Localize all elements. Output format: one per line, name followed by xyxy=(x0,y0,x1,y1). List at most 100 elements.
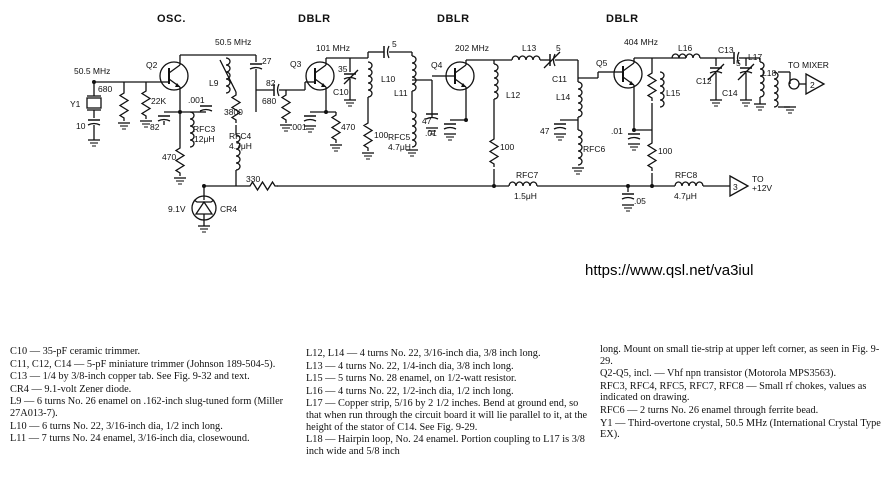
note-line: RFC3, RFC4, RFC5, RFC7, RFC8 — Small rf … xyxy=(600,380,867,404)
freq-label-tank: 50.5 MHz xyxy=(215,37,251,47)
label-c14: C14 xyxy=(722,88,738,98)
label-rfc6: RFC6 xyxy=(583,144,605,154)
label-l16: L16 xyxy=(678,43,692,53)
svg-text:TO: TO xyxy=(752,174,764,184)
label-c35: 35 xyxy=(338,64,348,74)
note-line: RFC6 — 2 turns No. 26 enamel through fer… xyxy=(600,404,819,416)
source-url: https://www.qsl.net/va3iul xyxy=(585,262,754,279)
doubler-1-stage: 680 Q3 .001 470 35 C10 5 L10 100 L11 RFC… xyxy=(262,39,443,160)
zener-diode-icon xyxy=(194,200,214,215)
note-line: Y1 — Third-overtone crystal, 50.5 MHz (I… xyxy=(600,417,881,441)
label-c82-b: 82 xyxy=(266,78,276,88)
note-line: L16 — 4 turns No. 22, 1/2-inch dia, 1/2 … xyxy=(306,385,514,397)
label-to-mixer: TO MIXER xyxy=(788,60,829,70)
transistor-q2-icon xyxy=(159,61,189,91)
label-c11: C11 xyxy=(552,74,567,84)
label-rfc8-value: 4.7μH xyxy=(674,191,697,201)
note-line: C13 — 1/4 by 3/8-inch copper tab. See Fi… xyxy=(10,371,250,383)
label-c01-b: .01 xyxy=(611,126,623,136)
label-r22k: 22K xyxy=(151,96,166,106)
note-line: L12, L14 — 4 turns No. 22, 3/16-inch dia… xyxy=(306,348,541,359)
coil-l14-icon xyxy=(577,81,583,118)
label-q5: Q5 xyxy=(596,58,608,68)
label-c01-a: .01 xyxy=(425,128,437,138)
label-rfc5-value: 4.7μH xyxy=(388,142,411,152)
label-l13: L13 xyxy=(522,43,536,53)
doubler-3-stage: Q5 .01 L15 100 L16 C12 C13 5 C14 xyxy=(596,43,829,188)
note-line: L13 — 4 turns No. 22, 1/4-inch dia, 3/8 … xyxy=(306,360,514,372)
label-rfc3: RFC3 xyxy=(193,124,215,134)
label-c001-a: .001 xyxy=(188,95,205,105)
rfc5-choke-icon xyxy=(411,111,417,148)
parts-notes-column-2: L12, L14 — 4 turns No. 22, 3/16-inch dia… xyxy=(306,348,596,458)
label-amp2: 2 xyxy=(810,80,815,90)
label-rfc7-value: 1.5μH xyxy=(514,191,537,201)
coil-l13-icon xyxy=(511,55,541,61)
label-q3: Q3 xyxy=(290,59,302,69)
label-r100-c: 100 xyxy=(658,146,672,156)
coil-l12-icon xyxy=(493,63,499,100)
label-c5-a: 5 xyxy=(392,39,397,49)
label-cr4: CR4 xyxy=(220,204,237,214)
label-rfc5: RFC5 xyxy=(388,132,410,142)
note-line: L11 — 7 turns No. 24 enamel, 3/16-inch d… xyxy=(10,433,250,445)
doubler-2-stage: Q4 47 .01 L12 100 L13 5 C11 L14 47 RFC6 xyxy=(422,43,612,188)
coil-l11-icon xyxy=(411,55,417,92)
freq-label-202: 202 MHz xyxy=(455,43,489,53)
amp-3-icon xyxy=(729,174,750,198)
label-l15: L15 xyxy=(666,88,680,98)
label-c13: C13 xyxy=(718,45,734,55)
label-rfc4-value: 4.7μH xyxy=(229,141,252,151)
transistor-q5-icon xyxy=(613,59,643,89)
parts-notes-column-1: C10 — 35-pF ceramic trimmer. C11, C12, C… xyxy=(10,346,302,446)
note-line: L15 — 5 turns No. 28 enamel, on 1/2-watt… xyxy=(306,373,517,385)
label-l14: L14 xyxy=(556,92,570,102)
stage-title-doubler-2: DBLR xyxy=(437,13,470,25)
label-c5-c: 5 xyxy=(736,58,741,68)
label-c-10: 10 xyxy=(76,121,86,131)
label-l17: L17 xyxy=(748,52,762,62)
label-r680-b: 680 xyxy=(262,96,276,106)
label-l18: L18 xyxy=(762,68,776,78)
stage-title-osc: OSC. xyxy=(157,13,186,25)
label-l9: L9 xyxy=(209,78,219,88)
supply-bus: 330 RFC7 1.5μH RFC8 4.7μH 3 TO +12V .05 … xyxy=(168,170,772,233)
label-c82-a: 82 xyxy=(150,122,160,132)
rfc7-choke-icon xyxy=(508,181,538,187)
note-line: long. Mount on small tie-strip at upper … xyxy=(600,344,880,367)
note-line: C11, C12, C14 — 5-pF miniature trimmer (… xyxy=(10,358,276,370)
label-r470-a: 470 xyxy=(162,152,176,162)
schematic-diagram: OSC. DBLR DBLR DBLR 50.5 MHz 50.5 MHz 10… xyxy=(70,13,829,233)
label-c05: .05 xyxy=(634,196,646,206)
note-line: L17 — Copper strip, 5/16 by 2 1/2 inches… xyxy=(306,398,588,433)
label-rfc7: RFC7 xyxy=(516,170,538,180)
freq-label-input: 50.5 MHz xyxy=(74,66,110,76)
coil-l15-icon xyxy=(659,71,665,108)
note-line: CR4 — 9.1-volt Zener diode. xyxy=(10,383,132,395)
freq-label-404: 404 MHz xyxy=(624,37,658,47)
label-c27: 27 xyxy=(262,56,272,66)
label-rfc4: RFC4 xyxy=(229,131,251,141)
label-l10: L10 xyxy=(381,74,395,84)
label-zener-voltage: 9.1V xyxy=(168,204,186,214)
note-line: L9 — 6 turns No. 26 enamel on .162-inch … xyxy=(10,396,284,419)
freq-label-101: 101 MHz xyxy=(316,43,350,53)
svg-text:+12V: +12V xyxy=(752,183,772,193)
oscillator-stage: Y1 10 680 22K Q2 82 470 RFC3 12μH .001 L… xyxy=(70,54,280,186)
crystal-y1-icon xyxy=(86,97,102,109)
label-c47-a: 47 xyxy=(422,116,432,126)
label-r330: 330 xyxy=(246,174,260,184)
label-r470-b: 470 xyxy=(341,122,355,132)
label-r100-a: 100 xyxy=(374,130,388,140)
label-l11: L11 xyxy=(394,88,408,98)
label-c5-b: 5 xyxy=(556,43,561,53)
amp-2-icon xyxy=(805,72,826,96)
parts-notes-column-3: long. Mount on small tie-strip at upper … xyxy=(600,344,882,442)
label-c10: C10 xyxy=(333,87,349,97)
transistor-q3-icon xyxy=(305,61,335,91)
label-q4: Q4 xyxy=(431,60,443,70)
label-c47-b: 47 xyxy=(540,126,550,136)
label-c001-b: .001 xyxy=(290,122,307,132)
label-rfc3-value: 12μH xyxy=(194,134,215,144)
label-r3800: 3800 xyxy=(224,107,243,117)
